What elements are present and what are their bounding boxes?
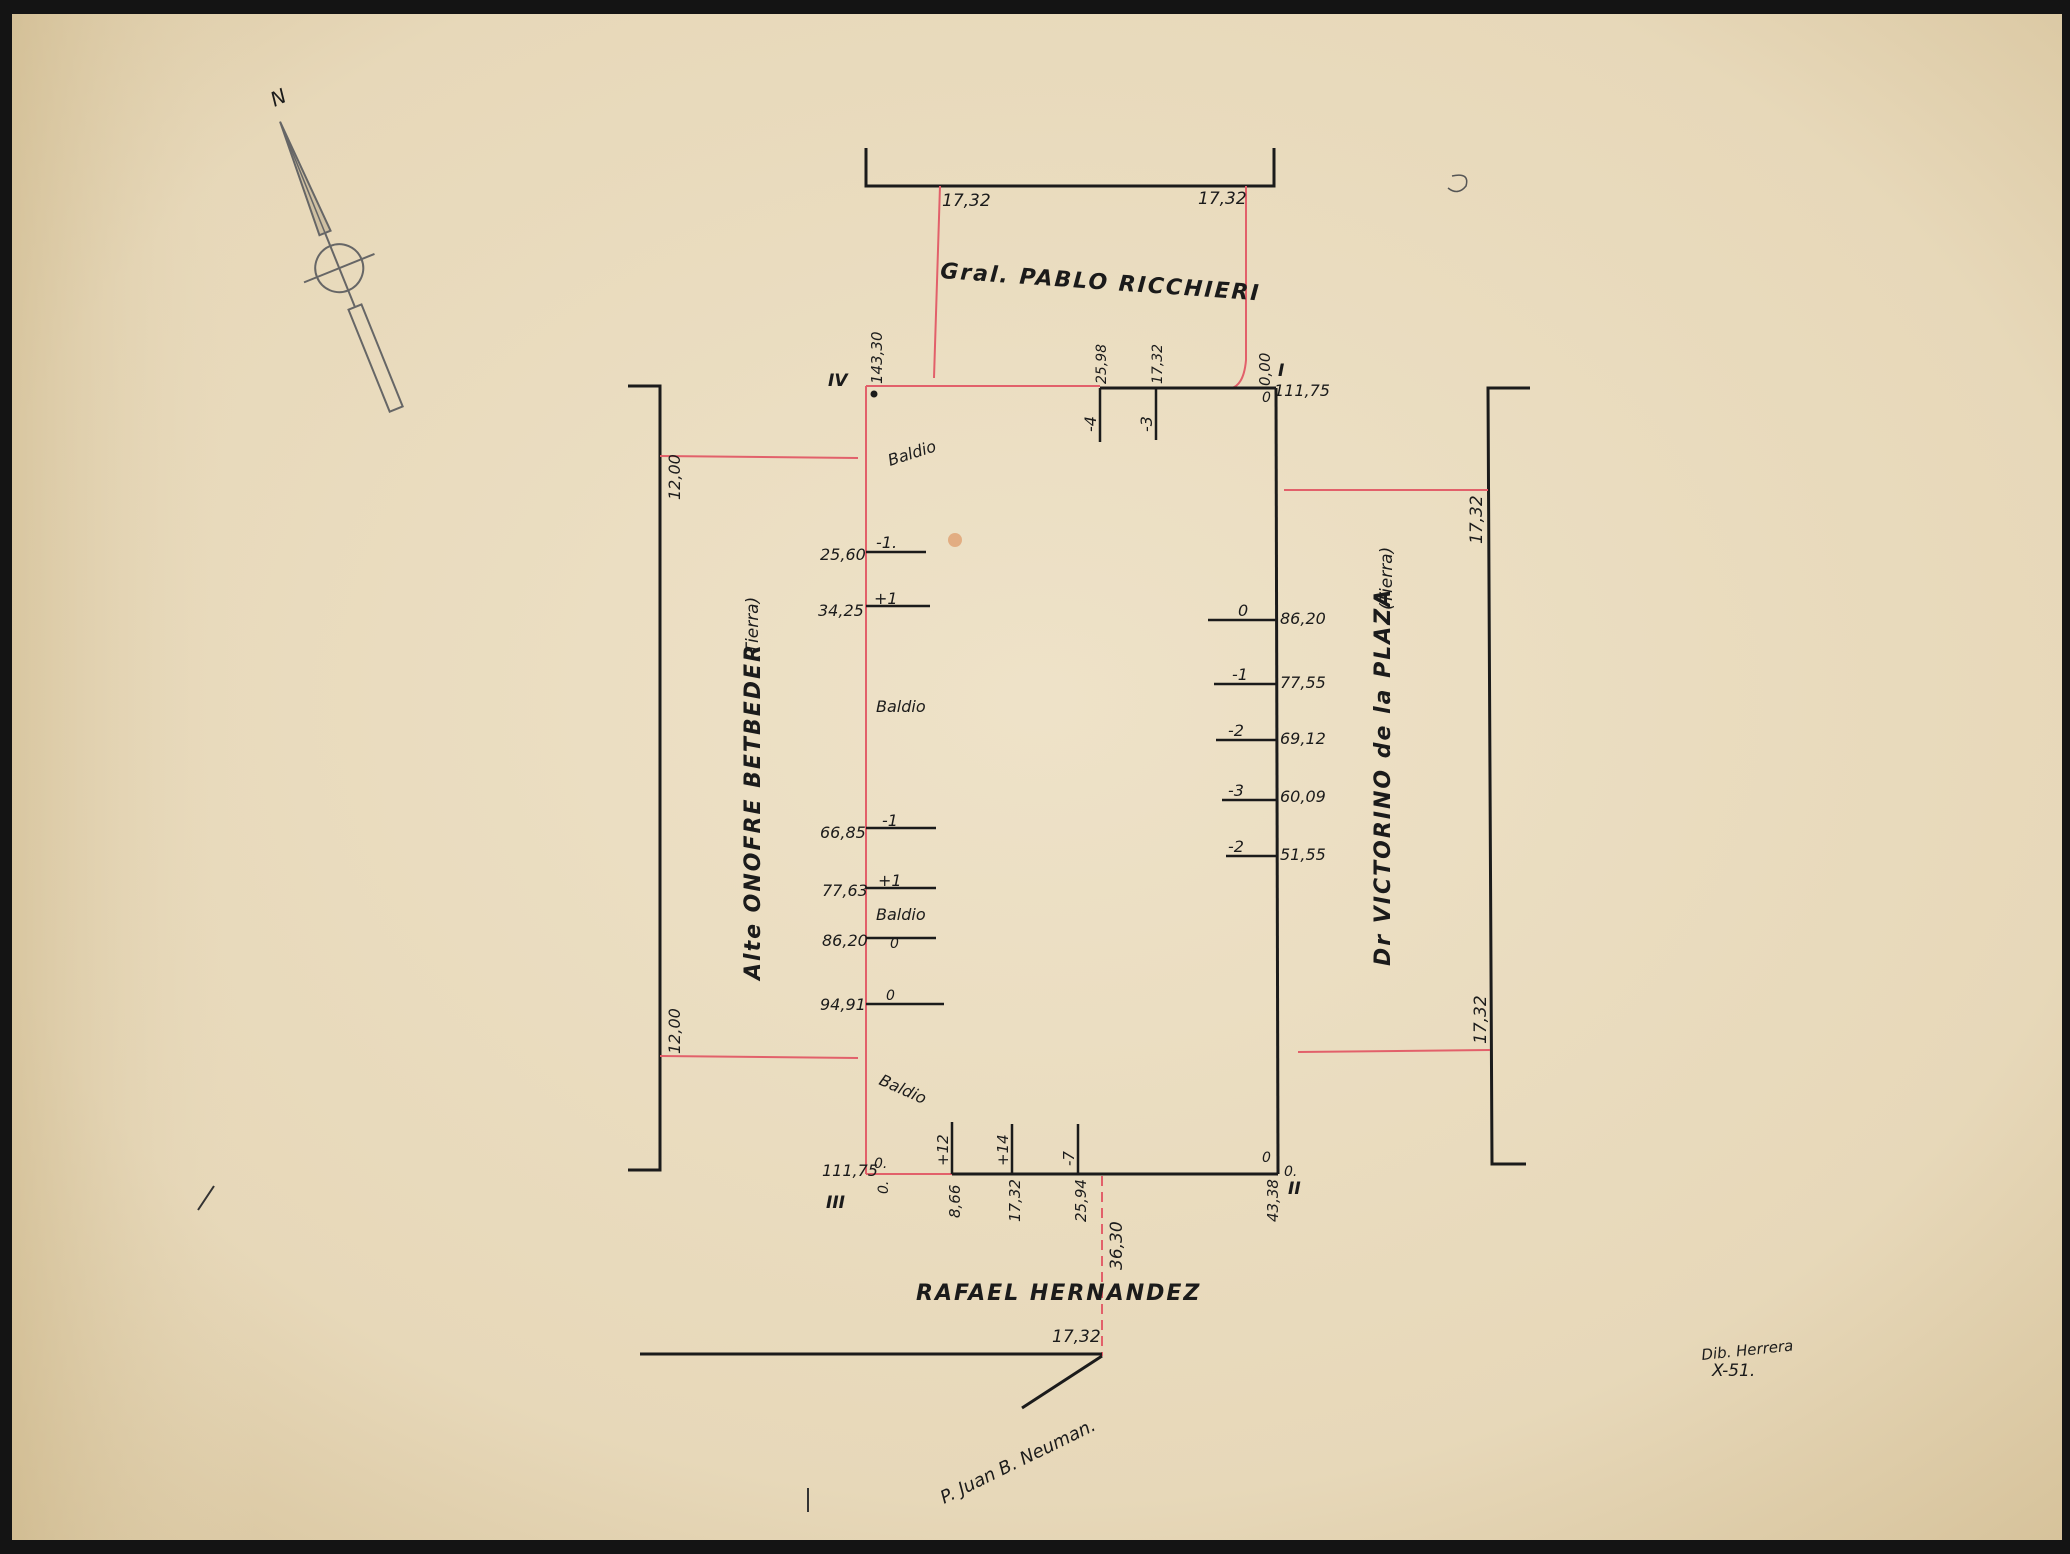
corner-iii-extra: 0. — [876, 1181, 892, 1194]
stray-mark — [1447, 174, 1468, 193]
width-west-top: 12,00 — [665, 454, 684, 500]
south-dist-3: 25,94 — [1072, 1179, 1090, 1222]
east-val-5: -2 — [1228, 837, 1244, 856]
west-dist-5: 86,20 — [822, 931, 868, 950]
stray-mark — [197, 1185, 215, 1211]
west-dist-6: 94,91 — [820, 995, 866, 1014]
east-val-1: 0 — [1238, 601, 1248, 620]
east-val-3: -2 — [1228, 721, 1244, 740]
corner-iii-level: 111,75 — [822, 1161, 878, 1180]
street-east-label: Dr VICTORINO de la PLAZA — [1371, 588, 1396, 966]
north-side-levels: 25,98 -4 17,32 -3 — [1081, 344, 1166, 442]
west-val-4: +1 — [878, 871, 902, 890]
west-side-levels: 25,60 -1. 34,25 +1 66,85 -1 77,63 +1 86,… — [818, 533, 944, 1014]
corner-markers: IV 143,30 I 0,00 111,75 II 0. 43,38 III … — [822, 332, 1330, 1223]
paper-shadow — [12, 14, 2062, 1540]
street-west-label: Alte ONOFRE BETBEDER — [741, 643, 766, 982]
width-north-right: 17,32 — [1198, 189, 1247, 209]
west-street: 12,00 12,00 Alte ONOFRE BETBEDER (Tierra… — [628, 384, 859, 1172]
south-offset: 36,30 — [1107, 1221, 1127, 1270]
north-dist-1: 25,98 — [1094, 344, 1110, 384]
corner-iii-label: III — [826, 1193, 845, 1213]
north-val-2: -3 — [1137, 416, 1156, 432]
south-side-levels: +12 8,66 +14 17,32 -7 25,94 — [934, 1122, 1090, 1222]
width-north-left: 17,32 — [942, 191, 991, 211]
width-west-bottom: 12,00 — [665, 1008, 684, 1054]
east-dist-4: 60,09 — [1280, 787, 1326, 806]
west-val-3: -1 — [882, 811, 898, 830]
south-dist-1: 8,66 — [946, 1185, 964, 1218]
street-east-note: (Tierra) — [1377, 547, 1397, 610]
compass-rose-icon: N — [266, 83, 404, 414]
street-west-note: (Tierra) — [743, 597, 763, 660]
corner-ii-extra: 43,38 — [1264, 1179, 1282, 1222]
zero-mark-se: 0 — [1262, 1150, 1271, 1166]
zero-mark-ne: 0 — [1262, 390, 1271, 406]
zero-mark-sw: 0. — [874, 1156, 887, 1172]
west-dist-3: 66,85 — [820, 823, 866, 842]
north-dist-2: 17,32 — [1150, 344, 1166, 384]
west-val-1: -1. — [876, 533, 897, 552]
east-dist-1: 86,20 — [1280, 609, 1326, 628]
width-south: 17,32 — [1052, 1327, 1101, 1347]
corner-i-extra: 0,00 — [1256, 353, 1274, 386]
east-dist-5: 51,55 — [1280, 845, 1326, 864]
width-east-top: 17,32 — [1467, 495, 1487, 544]
lot-note-3: Baldio — [876, 905, 926, 924]
lot-note-2: Baldio — [876, 697, 926, 716]
stain — [948, 533, 962, 547]
east-street: 17,32 17,32 Dr VICTORINO de la PLAZA (Ti… — [1284, 386, 1530, 1166]
east-side-levels: 86,20 0 77,55 -1 69,12 -2 60,09 -3 51,55… — [1208, 601, 1326, 864]
west-dist-1: 25,60 — [820, 545, 866, 564]
south-val-2: +14 — [994, 1134, 1012, 1166]
east-dist-2: 77,55 — [1280, 673, 1326, 692]
west-val-6: 0 — [886, 988, 895, 1004]
corner-ii-level: 0. — [1284, 1164, 1297, 1180]
east-val-2: -1 — [1232, 665, 1248, 684]
corner-i-label: I — [1278, 361, 1284, 381]
block-outline — [865, 385, 1280, 1176]
south-val-1: +12 — [934, 1134, 952, 1166]
east-dist-3: 69,12 — [1280, 729, 1326, 748]
corner-ii-label: II — [1288, 1179, 1301, 1199]
south-val-3: -7 — [1060, 1151, 1078, 1166]
west-val-2: +1 — [874, 589, 898, 608]
corner-iv-label: IV — [828, 371, 849, 391]
signature-line-2: X-51. — [1711, 1361, 1755, 1381]
east-val-4: -3 — [1228, 781, 1244, 800]
west-dist-4: 77,63 — [822, 881, 868, 900]
north-val-1: -4 — [1081, 416, 1100, 432]
width-east-bottom: 17,32 — [1471, 995, 1491, 1044]
west-val-5: 0 — [890, 936, 899, 952]
street-south-label: RAFAEL HERNANDEZ — [916, 1281, 1201, 1306]
corner-i-level: 111,75 — [1274, 381, 1330, 400]
corner-iv-level: 143,30 — [868, 332, 886, 385]
west-dist-2: 34,25 — [818, 601, 864, 620]
south-dist-2: 17,32 — [1006, 1179, 1024, 1222]
